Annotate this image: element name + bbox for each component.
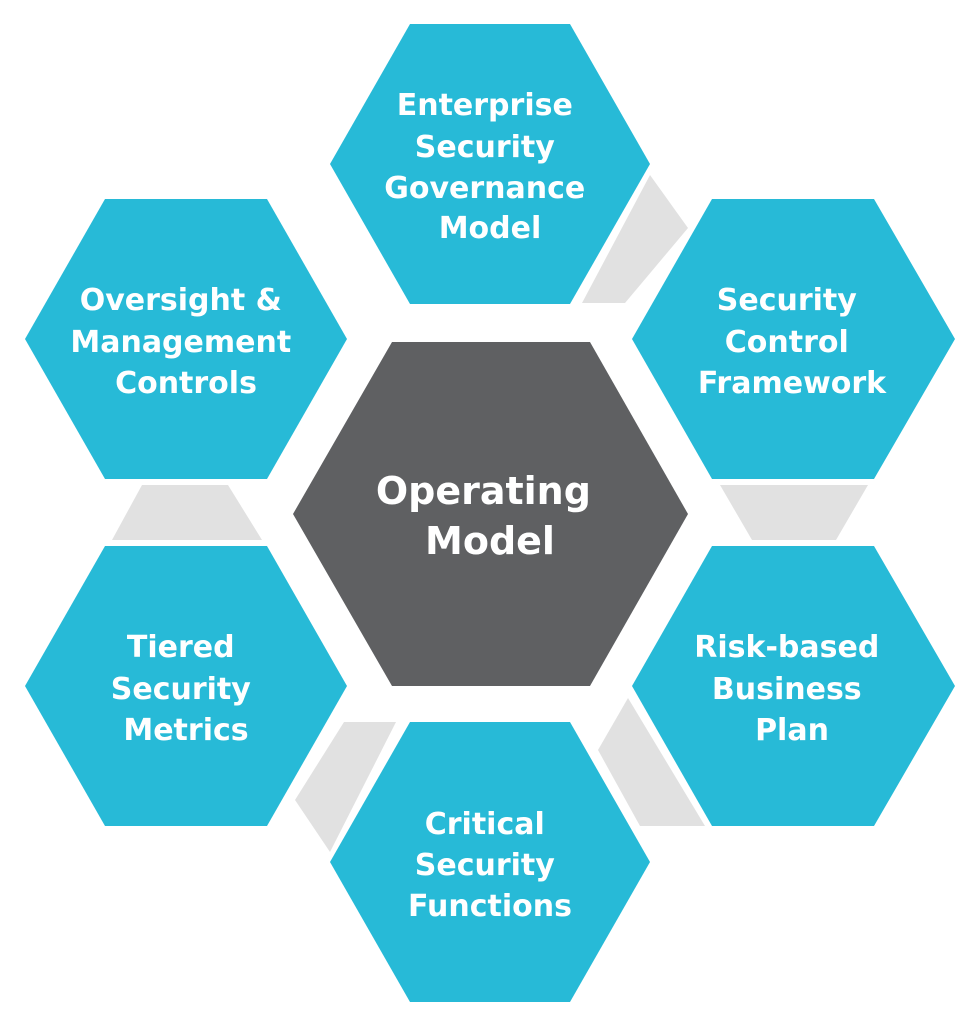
center-label-line: Model bbox=[425, 519, 555, 563]
node-security-control-framework: Security Control Framework bbox=[632, 199, 955, 479]
node-label: Security Control Framework bbox=[698, 283, 887, 401]
connector-functions-to-metrics bbox=[295, 722, 396, 852]
hexagon-shape bbox=[25, 546, 347, 826]
node-label: Oversight & Management Controls bbox=[70, 283, 301, 401]
connector-governance-to-control bbox=[582, 175, 688, 303]
node-label-line: Functions bbox=[408, 889, 572, 924]
hexagon-shape bbox=[330, 722, 650, 1002]
node-label-line: Controls bbox=[115, 366, 257, 401]
hexagon-shape bbox=[632, 199, 955, 479]
node-label-line: Governance bbox=[384, 171, 585, 206]
node-label-line: Management bbox=[70, 325, 291, 360]
node-label-line: Tiered bbox=[127, 630, 235, 665]
node-label-line: Plan bbox=[755, 713, 829, 748]
node-risk-based-business-plan: Risk-based Business Plan bbox=[632, 546, 955, 826]
node-label-line: Critical bbox=[425, 807, 545, 842]
node-label-line: Risk-based bbox=[694, 630, 879, 665]
hexagon-shape bbox=[330, 24, 650, 304]
center-hexagon-shape bbox=[293, 342, 688, 686]
center-label: Operating Model bbox=[376, 469, 604, 563]
node-label-line: Model bbox=[439, 211, 542, 246]
node-label-line: Security bbox=[717, 283, 858, 318]
node-operating-model: Operating Model bbox=[293, 342, 688, 686]
node-enterprise-security-governance-model: Enterprise Security Governance Model bbox=[330, 24, 650, 304]
node-label: Critical Security Functions bbox=[408, 807, 572, 924]
connector-metrics-to-oversight bbox=[112, 485, 262, 540]
node-label: Enterprise Security Governance Model bbox=[384, 88, 595, 246]
node-label-line: Business bbox=[712, 672, 862, 707]
node-label-line: Metrics bbox=[123, 713, 248, 748]
node-critical-security-functions: Critical Security Functions bbox=[330, 722, 650, 1002]
center-label-line: Operating bbox=[376, 469, 591, 513]
node-oversight-management-controls: Oversight & Management Controls bbox=[25, 199, 347, 479]
node-label-line: Control bbox=[725, 325, 849, 360]
connector-riskplan-to-functions bbox=[598, 698, 705, 826]
node-label-line: Security bbox=[111, 672, 252, 707]
node-label-line: Security bbox=[415, 848, 556, 883]
node-label-line: Framework bbox=[698, 366, 887, 401]
node-label-line: Enterprise bbox=[397, 88, 573, 123]
node-label-line: Security bbox=[415, 130, 556, 165]
node-label: Risk-based Business Plan bbox=[694, 630, 890, 748]
node-label: Tiered Security Metrics bbox=[111, 630, 262, 748]
hexagon-shape bbox=[632, 546, 955, 826]
connector-control-to-riskplan bbox=[720, 485, 868, 540]
hexagon-shape bbox=[25, 199, 347, 479]
node-label-line: Oversight & bbox=[80, 283, 282, 318]
node-tiered-security-metrics: Tiered Security Metrics bbox=[25, 546, 347, 826]
